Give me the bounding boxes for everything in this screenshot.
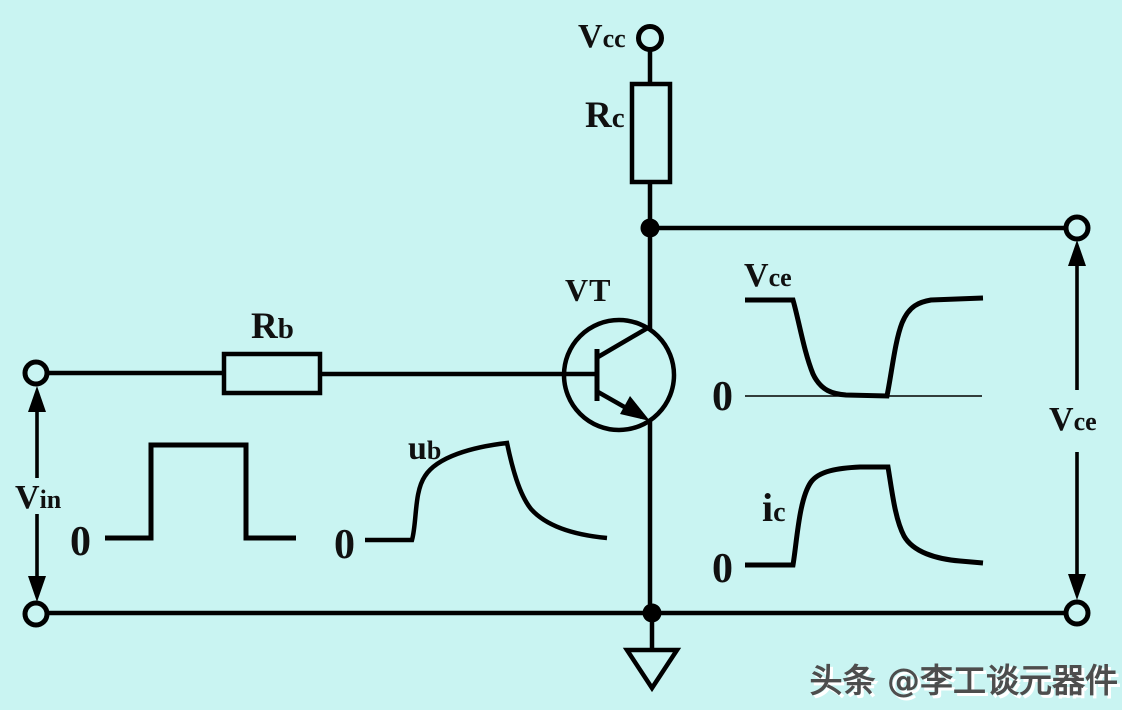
vce-output-label: Vce [1049, 401, 1097, 438]
ub-waveform-label: ub [408, 430, 441, 467]
vcc-terminal [636, 24, 664, 52]
output-terminal-bottom [1063, 599, 1091, 627]
vcc-label: Vcc [578, 18, 626, 55]
rb-resistor [221, 351, 323, 396]
input-zero-label: 0 [70, 519, 91, 565]
ub-zero-label: 0 [334, 522, 355, 568]
vt-label: VT [565, 272, 611, 308]
input-terminal-bottom [22, 600, 50, 628]
base-voltage-waveform [365, 440, 608, 543]
rc-resistor [629, 81, 673, 185]
vce-arrow-up-icon [1068, 240, 1086, 266]
transistor-collector-diagonal [596, 324, 653, 359]
ic-zero-label: 0 [712, 546, 733, 592]
ground-icon [622, 647, 682, 693]
rc-label: Rc [585, 95, 625, 136]
collector-current-waveform [745, 464, 984, 568]
collector-voltage-waveform [745, 295, 984, 399]
emitter-arrow-icon [620, 396, 650, 421]
vce-waveform-label: Vce [744, 257, 792, 294]
input-pulse-waveform [105, 442, 296, 541]
input-terminal-top [22, 359, 50, 387]
watermark: 头条 @李工谈元器件 [810, 661, 1119, 700]
vce-zero-label: 0 [712, 374, 733, 420]
vin-arrow-up-icon [28, 386, 46, 412]
output-terminal-top [1063, 214, 1091, 242]
watermark-shadow: 头条 @李工谈元器件 [813, 664, 1122, 703]
rb-label: Rb [251, 306, 294, 347]
vce-arrow-down-icon [1068, 574, 1086, 600]
ic-waveform-label: ic [762, 485, 786, 530]
vin-label: Vin [15, 479, 62, 516]
vin-arrow-down-icon [28, 576, 46, 602]
